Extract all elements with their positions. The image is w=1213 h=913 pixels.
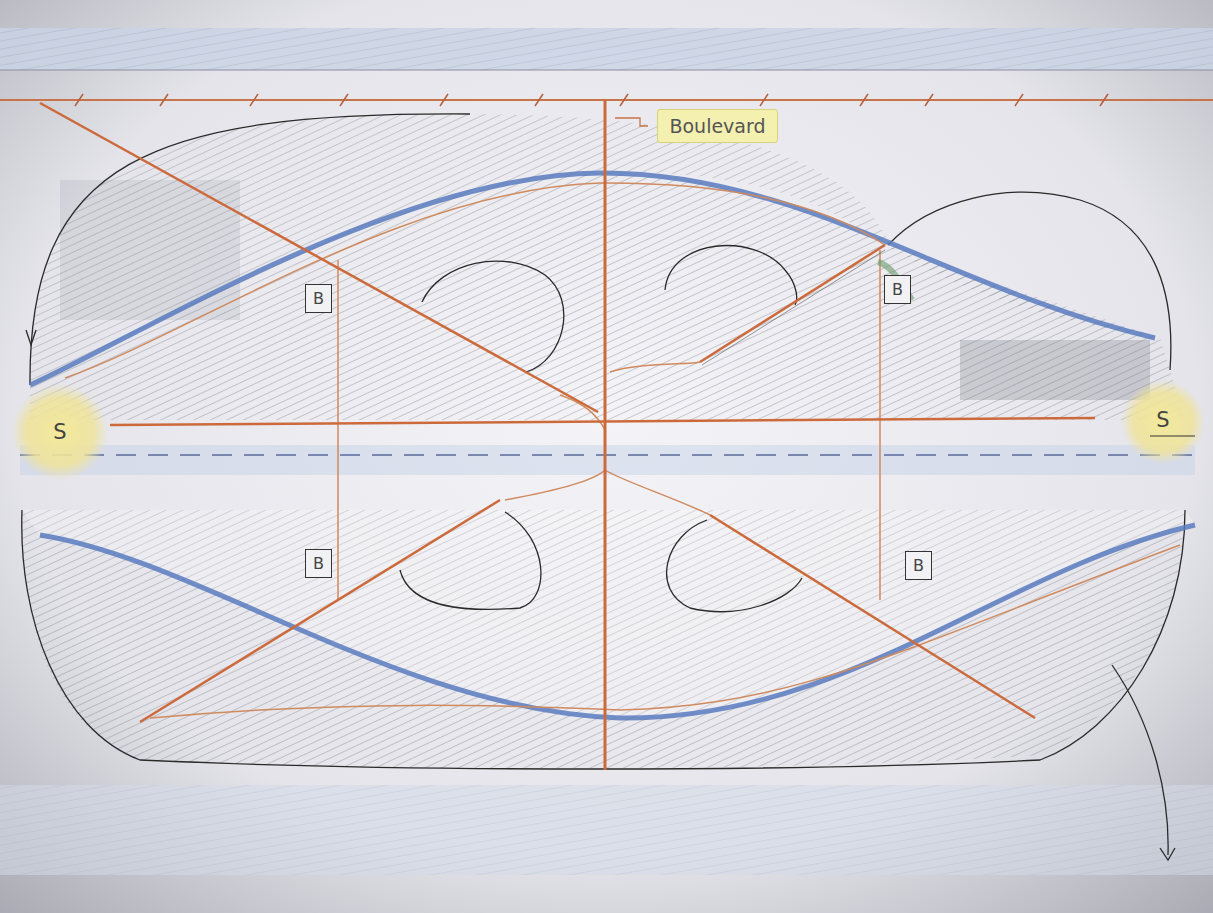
node-text: Boulevard	[669, 115, 765, 137]
node-text: B	[913, 556, 924, 575]
building-marker: B	[884, 275, 911, 304]
building-marker: B	[905, 551, 932, 580]
sun-marker: S	[43, 411, 77, 453]
street-label: Boulevard	[657, 109, 778, 143]
building-marker: B	[305, 549, 332, 578]
sun-marker: S	[1146, 399, 1180, 441]
node-text: B	[892, 280, 903, 299]
building-marker: B	[305, 284, 332, 313]
node-text: B	[313, 554, 324, 573]
node-text: B	[313, 289, 324, 308]
node-text: S	[1156, 408, 1169, 432]
node-text: S	[53, 420, 66, 444]
